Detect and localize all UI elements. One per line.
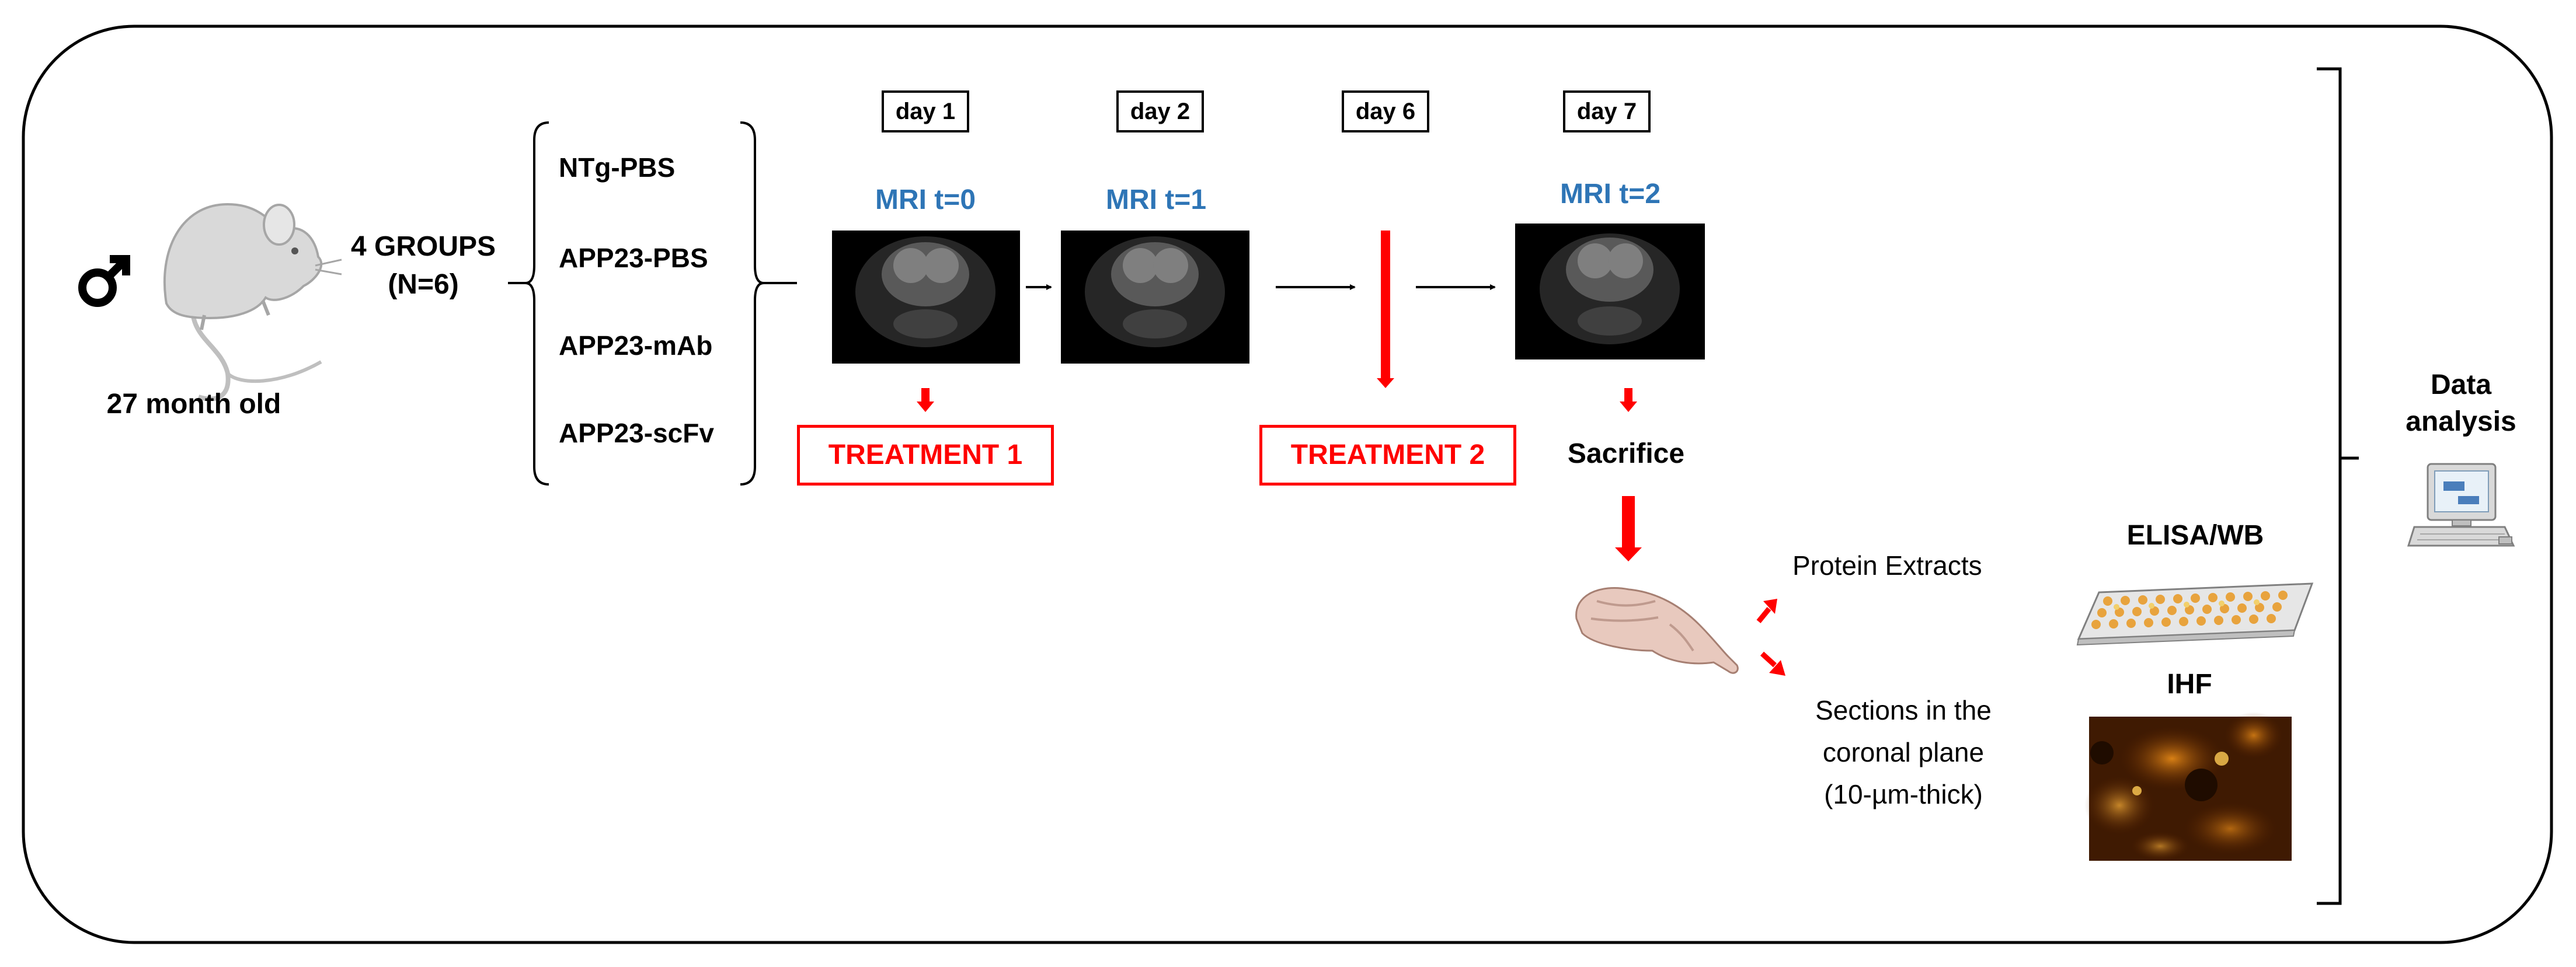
age-label: 27 month old [106,389,281,420]
sacrifice-arrow [1620,388,1637,412]
treatment-label: TREATMENT 2 [1259,425,1516,486]
sections-arrow [1760,651,1785,676]
group-item: APP23-PBS [559,243,708,273]
elisa-label: ELISA/WB [2126,520,2264,551]
day-label: day 7 [1563,90,1651,132]
mri-image-1 [1061,231,1249,364]
sections-label-line: coronal plane [1822,737,1985,767]
analysis-bracket [2317,67,2359,905]
day-label: day 6 [1342,90,1429,132]
brain-icon [1575,587,1739,674]
groups-title: 4 GROUPS [350,231,496,262]
day-label: day 2 [1116,90,1204,132]
ihf-image [2084,712,2292,861]
analysis-label-line: analysis [2406,406,2516,437]
well-plate-icon [2076,582,2314,646]
protein-extracts-arrow [1756,599,1777,623]
mri-label: MRI t=1 [1105,184,1207,215]
groups-n: (N=6) [388,269,459,300]
sections-label-line: (10-µm-thick) [1824,779,1983,809]
sacrifice-to-brain-arrow [1615,496,1642,561]
mri-image-0 [832,231,1020,364]
group-item: APP23-scFv [559,418,714,448]
male-symbol-icon [78,255,130,307]
treatment-label: TREATMENT 1 [797,425,1054,486]
group-item: APP23-mAb [559,330,713,361]
analysis-label-line: Data [2430,369,2492,400]
sacrifice-label: Sacrifice [1567,438,1685,469]
ihf-label: IHF [2167,669,2212,700]
sections-label-line: Sections in the [1815,695,1992,725]
mri-image-2 [1515,224,1705,359]
computer-icon [2407,463,2515,547]
treatment-1-arrow [917,388,934,412]
mri-label: MRI t=2 [1559,179,1661,210]
protein-extracts-label: Protein Extracts [1792,550,1982,581]
groups-bracket-connector [508,121,797,486]
treatment-2-marker [1377,231,1394,388]
group-item: NTg-PBS [559,152,676,183]
outer-frame [22,25,2553,944]
mri-label: MRI t=0 [875,184,976,215]
day-label: day 1 [882,90,969,132]
mouse-icon [163,203,342,402]
